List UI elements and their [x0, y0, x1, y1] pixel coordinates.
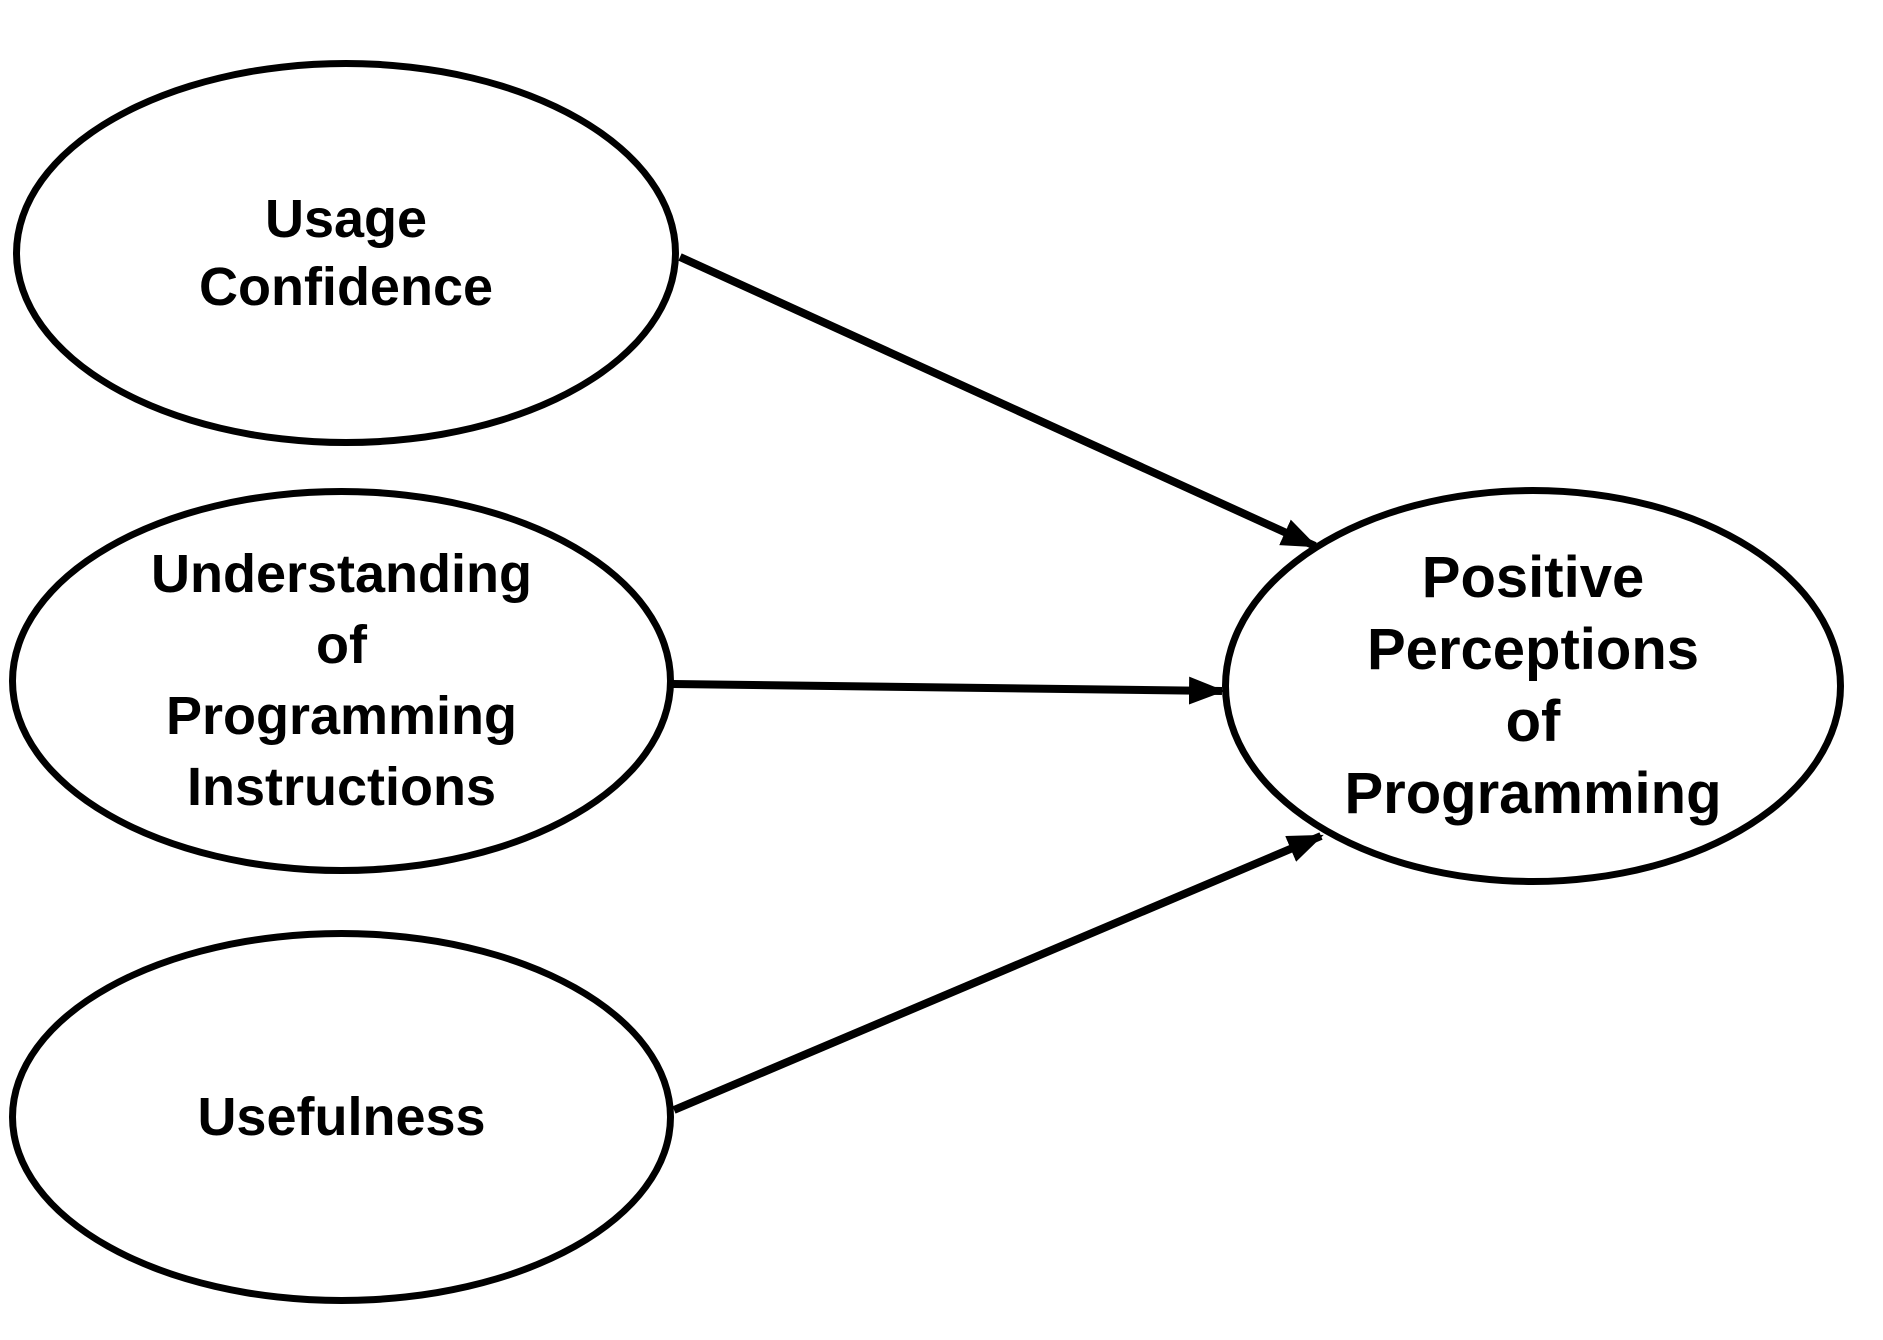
node-label-line: Perceptions [1367, 617, 1699, 682]
node-label-line: Confidence [198, 257, 494, 317]
node-label-line: Programming [1344, 761, 1722, 826]
arrow-understanding-to-positive-perceptions [672, 676, 1225, 705]
node-positive-perceptions-of-programming: Positive Perceptions of Programming [1222, 487, 1844, 885]
node-label-line: Usage [264, 189, 428, 249]
node-label-line: Usefulness [197, 1087, 486, 1147]
node-label-line: Positive [1421, 545, 1645, 610]
node-label-line: Programming [165, 686, 518, 746]
arrow-usefulness-to-positive-perceptions [672, 832, 1324, 1114]
node-usefulness: Usefulness [9, 930, 674, 1304]
node-label-line: Understanding [150, 544, 532, 604]
arrow-usage-confidence-to-positive-perceptions [678, 253, 1318, 550]
node-label-line: of [1505, 689, 1561, 754]
node-label-line: Instructions [186, 757, 497, 817]
node-usage-confidence: Usage Confidence [13, 60, 679, 446]
node-label-line: of [316, 615, 367, 675]
node-understanding-of-programming-instructions: Understanding of Programming Instruction… [9, 488, 674, 874]
